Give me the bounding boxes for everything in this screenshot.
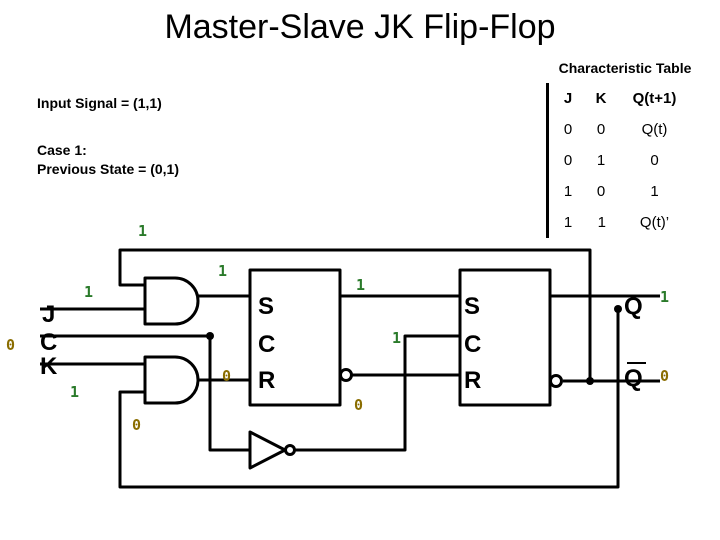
characteristic-table: J K Q(t+1) 0 0 Q(t) 0 1 0 1 0 1 1 1 Q(t)… <box>546 83 693 238</box>
table-cell: 0 <box>650 152 659 169</box>
output-q-label: Q <box>624 293 643 320</box>
slave-c-label: C <box>464 331 481 358</box>
table-cell: 1 <box>650 183 659 200</box>
table-cell: 0 <box>596 121 606 138</box>
table-row: 1 1 Q(t)’ <box>548 207 693 238</box>
feedback-top-wire <box>118 248 592 381</box>
inverter-gate <box>248 430 287 470</box>
slave-qbar-bubble <box>549 374 563 388</box>
junction-dot <box>206 332 214 340</box>
table-cell: 0 <box>563 152 573 169</box>
signal-feedback-bottom: 1 <box>70 383 79 401</box>
signal-qbar-out: 0 <box>660 367 669 385</box>
master-qbar-bubble <box>339 368 353 382</box>
master-s-label: S <box>258 293 274 320</box>
table-cell: 1 <box>597 214 606 231</box>
feedback-bottom-wire <box>118 309 620 489</box>
signal-j-gate-top: 1 <box>218 262 227 280</box>
signal-and-bottom-out: 0 <box>222 367 231 385</box>
table-row: 0 1 0 <box>548 145 693 176</box>
table-cell: 1 <box>596 152 606 169</box>
master-latch <box>248 268 342 407</box>
input-signal-label: Input Signal = (1,1) <box>37 95 162 111</box>
characteristic-table-title: Characteristic Table <box>558 60 692 76</box>
master-c-label: C <box>258 331 275 358</box>
table-cell: 1 <box>563 183 573 200</box>
table-row: 1 0 1 <box>548 176 693 207</box>
slave-r-label: R <box>464 367 481 394</box>
signal-clock-branch: 0 <box>132 416 141 434</box>
table-row: 0 0 Q(t) <box>548 114 693 145</box>
junction-dot <box>614 305 622 313</box>
slave-s-label: S <box>464 293 480 320</box>
table-header-row: J K Q(t+1) <box>548 83 693 114</box>
inverter-out-wire <box>295 334 460 452</box>
table-header-q-next: Q(t+1) <box>632 90 677 107</box>
input-c-label: C <box>40 329 57 356</box>
signal-master-q: 1 <box>356 276 365 294</box>
input-j-label: J <box>42 301 55 328</box>
signal-and-top-input: 1 <box>84 283 93 301</box>
slave-latch <box>458 268 552 407</box>
previous-state-label: Previous State = (0,1) <box>37 161 180 177</box>
table-cell: 1 <box>563 214 573 231</box>
output-qbar-label: Q <box>624 365 643 392</box>
and-gate-bottom <box>143 355 200 405</box>
signal-feedback-top: 1 <box>138 222 147 240</box>
and-gate-top <box>143 276 200 326</box>
master-r-label: R <box>258 367 275 394</box>
table-cell: 0 <box>563 121 573 138</box>
table-cell: 0 <box>596 183 606 200</box>
table-cell: Q(t)’ <box>639 214 670 231</box>
clock-wire <box>40 334 250 452</box>
inverter-bubble <box>284 444 296 456</box>
case-title: Case 1: <box>37 142 87 158</box>
signal-clock-inv: 1 <box>392 329 401 347</box>
table-cell: Q(t) <box>641 121 668 138</box>
page-title: Master-Slave JK Flip-Flop <box>164 8 556 46</box>
junction-dot <box>586 377 594 385</box>
signal-clock: 0 <box>6 336 15 354</box>
signal-q-out: 1 <box>660 288 669 306</box>
signal-master-qbar: 0 <box>354 396 363 414</box>
input-k-label: K <box>40 353 58 380</box>
table-header-k: K <box>595 90 607 107</box>
table-header-j: J <box>563 90 573 107</box>
